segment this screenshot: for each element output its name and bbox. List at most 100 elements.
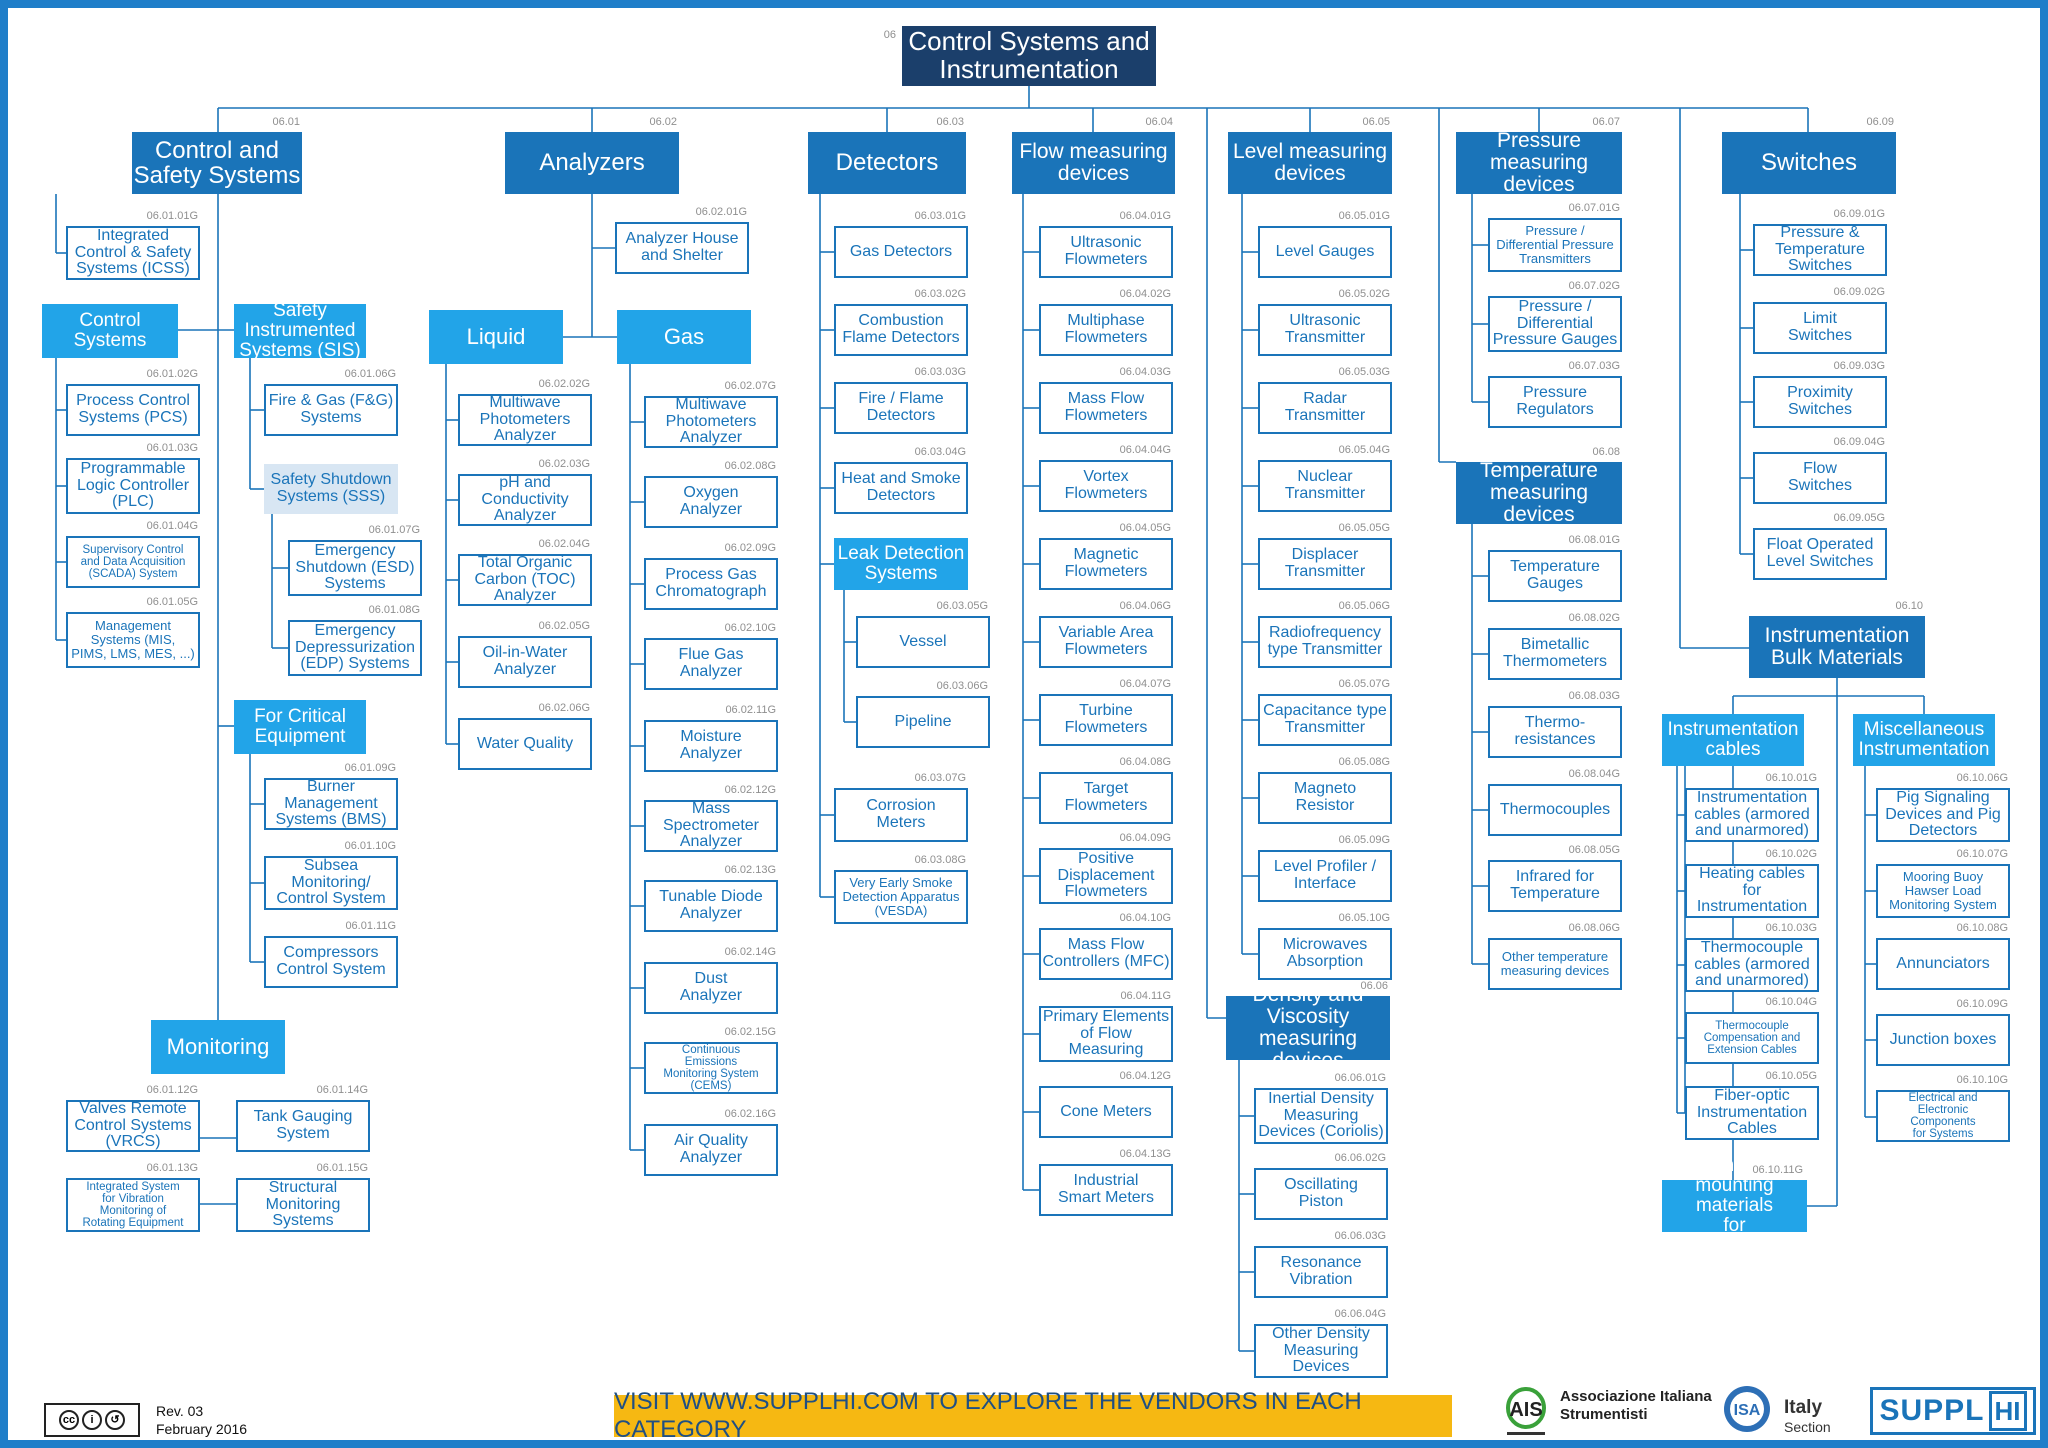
leaf-mass-flow[interactable]: Mass Flow Flowmeters xyxy=(1039,382,1173,434)
leaf-thermocouples[interactable]: Thermocouples xyxy=(1488,784,1622,836)
leaf-cone-meters[interactable]: Cone Meters xyxy=(1039,1086,1173,1138)
leaf-primary-elements[interactable]: Primary Elements of Flow Measuring xyxy=(1039,1006,1173,1062)
leaf-resonance[interactable]: Resonance Vibration xyxy=(1254,1246,1388,1298)
leaf-oil-in-water[interactable]: Oil-in-Water Analyzer xyxy=(458,636,592,688)
leaf-air-quality[interactable]: Air Quality Analyzer xyxy=(644,1124,778,1176)
leaf-multiphase[interactable]: Multiphase Flowmeters xyxy=(1039,304,1173,356)
leaf-radar[interactable]: Radar Transmitter xyxy=(1258,382,1392,434)
leaf-water-quality[interactable]: Water Quality xyxy=(458,718,592,770)
leaf-other-temperature[interactable]: Other temperature measuring devices xyxy=(1488,938,1622,990)
leaf-coriolis[interactable]: Inertial Density Measuring Devices (Cori… xyxy=(1254,1088,1388,1144)
leaf-gas-detectors[interactable]: Gas Detectors xyxy=(834,226,968,278)
leaf-esd[interactable]: Emergency Shutdown (ESD) Systems xyxy=(288,540,422,596)
leaf-liquid-multiwave[interactable]: Multiwave Photometers Analyzer xyxy=(458,394,592,446)
leaf-annunciators[interactable]: Annunciators xyxy=(1876,938,2010,990)
leaf-combustion-flame[interactable]: Combustion Flame Detectors xyxy=(834,304,968,356)
leaf-vibration[interactable]: Integrated System for Vibration Monitori… xyxy=(66,1178,200,1232)
subgroup-gas[interactable]: Gas xyxy=(617,310,751,364)
leaf-infrared[interactable]: Infrared for Temperature xyxy=(1488,860,1622,912)
leaf-cems[interactable]: Continuous Emissions Monitoring System (… xyxy=(644,1042,778,1094)
leaf-variable-area[interactable]: Variable Area Flowmeters xyxy=(1039,616,1173,668)
leaf-other-density[interactable]: Other Density Measuring Devices xyxy=(1254,1324,1388,1378)
subgroup-leak-detection[interactable]: Leak Detection Systems xyxy=(834,538,968,590)
leaf-fire-flame[interactable]: Fire / Flame Detectors xyxy=(834,382,968,434)
leaf-scada[interactable]: Supervisory Control and Data Acquisition… xyxy=(66,536,200,588)
leaf-subsea[interactable]: Subsea Monitoring/ Control System xyxy=(264,856,398,910)
leaf-mooring-buoy[interactable]: Mooring Buoy Hawser Load Monitoring Syst… xyxy=(1876,864,2010,918)
leaf-profiler[interactable]: Level Profiler / Interface xyxy=(1258,850,1392,902)
leaf-positive-displacement[interactable]: Positive Displacement Flowmeters xyxy=(1039,848,1173,904)
category-switches[interactable]: Switches xyxy=(1722,132,1896,194)
leaf-dust[interactable]: Dust Analyzer xyxy=(644,962,778,1014)
leaf-icss[interactable]: Integrated Control & Safety Systems (ICS… xyxy=(66,226,200,280)
leaf-flue-gas[interactable]: Flue Gas Analyzer xyxy=(644,638,778,690)
leaf-vessel[interactable]: Vessel xyxy=(856,616,990,668)
leaf-temperature-gauges[interactable]: Temperature Gauges xyxy=(1488,550,1622,602)
leaf-turbine[interactable]: Turbine Flowmeters xyxy=(1039,694,1173,746)
leaf-dp-gauges[interactable]: Pressure / Differential Pressure Gauges xyxy=(1488,296,1622,352)
leaf-management-systems[interactable]: Management Systems (MIS, PIMS, LMS, MES,… xyxy=(66,612,200,668)
subgroup-liquid[interactable]: Liquid xyxy=(429,310,563,364)
category-detectors[interactable]: Detectors xyxy=(808,132,966,194)
leaf-proximity-switches[interactable]: Proximity Switches xyxy=(1753,376,1887,428)
leaf-junction-boxes[interactable]: Junction boxes xyxy=(1876,1014,2010,1066)
category-level[interactable]: Level measuring devices xyxy=(1228,132,1392,194)
subgroup-control-systems[interactable]: Control Systems xyxy=(42,304,178,358)
leaf-flow-ultrasonic[interactable]: Ultrasonic Flowmeters xyxy=(1039,226,1173,278)
leaf-flow-switches[interactable]: Flow Switches xyxy=(1753,452,1887,504)
subgroup-critical-equipment[interactable]: For Critical Equipment xyxy=(234,700,366,754)
leaf-bms[interactable]: Burner Management Systems (BMS) xyxy=(264,778,398,830)
leaf-oscillating-piston[interactable]: Oscillating Piston xyxy=(1254,1168,1388,1220)
leaf-edp[interactable]: Emergency Depressurization (EDP) Systems xyxy=(288,620,422,676)
leaf-structural[interactable]: Structural Monitoring Systems xyxy=(236,1178,370,1232)
leaf-ph[interactable]: pH and Conductivity Analyzer xyxy=(458,474,592,526)
category-temperature[interactable]: Temperature measuring devices xyxy=(1456,459,1622,526)
leaf-displacer[interactable]: Displacer Transmitter xyxy=(1258,538,1392,590)
leaf-plc[interactable]: Programmable Logic Controller (PLC) xyxy=(66,458,200,514)
category-flow[interactable]: Flow measuring devices xyxy=(1012,132,1175,194)
leaf-vrcs[interactable]: Valves Remote Control Systems (VRCS) xyxy=(66,1100,200,1152)
leaf-level-gauges[interactable]: Level Gauges xyxy=(1258,226,1392,278)
leaf-pressure-regulators[interactable]: Pressure Regulators xyxy=(1488,376,1622,428)
leaf-thermocouple-cables[interactable]: Thermocouple cables (armored and unarmor… xyxy=(1685,938,1819,992)
leaf-nuclear[interactable]: Nuclear Transmitter xyxy=(1258,460,1392,512)
leaf-radiofrequency[interactable]: Radiofrequency type Transmitter xyxy=(1258,616,1392,668)
category-density[interactable]: Density and Viscosity measuring devices xyxy=(1226,983,1390,1072)
leaf-pipeline[interactable]: Pipeline xyxy=(856,696,990,748)
leaf-pig-signaling[interactable]: Pig Signaling Devices and Pig Detectors xyxy=(1876,788,2010,842)
leaf-heat-smoke[interactable]: Heat and Smoke Detectors xyxy=(834,462,968,514)
leaf-mass-spectrometer[interactable]: Mass Spectrometer Analyzer xyxy=(644,800,778,852)
leaf-mfc[interactable]: Mass Flow Controllers (MFC) xyxy=(1039,928,1173,980)
leaf-vesda[interactable]: Very Early Smoke Detection Apparatus (VE… xyxy=(834,870,968,924)
leaf-capacitance[interactable]: Capacitance type Transmitter xyxy=(1258,694,1392,746)
leaf-fiber-optic[interactable]: Fiber-optic Instrumentation Cables xyxy=(1685,1086,1819,1140)
leaf-fire-gas[interactable]: Fire & Gas (F&G) Systems xyxy=(264,384,398,436)
leaf-gas-multiwave[interactable]: Multiwave Photometers Analyzer xyxy=(644,396,778,448)
leaf-heating-cables[interactable]: Heating cables for Instrumentation xyxy=(1685,864,1819,918)
leaf-instrumentation-cables[interactable]: Instrumentation cables (armored and unar… xyxy=(1685,788,1819,842)
leaf-pcs[interactable]: Process Control Systems (PCS) xyxy=(66,384,200,436)
leaf-target[interactable]: Target Flowmeters xyxy=(1039,772,1173,824)
category-bulk-materials[interactable]: Instrumentation Bulk Materials xyxy=(1749,616,1925,678)
header-title[interactable]: Control Systems and Instrumentation xyxy=(902,26,1156,86)
subgroup-monitoring[interactable]: Monitoring xyxy=(151,1020,285,1074)
leaf-oxygen[interactable]: Oxygen Analyzer xyxy=(644,476,778,528)
leaf-pt-switches[interactable]: Pressure & Temperature Switches xyxy=(1753,224,1887,276)
subgroup-tubing[interactable]: Tubing and mounting materials for Instru… xyxy=(1662,1155,1807,1256)
leaf-moisture[interactable]: Moisture Analyzer xyxy=(644,720,778,772)
category-control-safety[interactable]: Control and Safety Systems xyxy=(132,132,302,194)
leaf-gas-chromatograph[interactable]: Process Gas Chromatograph xyxy=(644,558,778,610)
subgroup-sis[interactable]: Safety Instrumented Systems (SIS) xyxy=(234,300,366,361)
leaf-microwaves[interactable]: Microwaves Absorption xyxy=(1258,928,1392,980)
leaf-magneto[interactable]: Magneto Resistor xyxy=(1258,772,1392,824)
leaf-compressors[interactable]: Compressors Control System xyxy=(264,936,398,988)
subgroup-instrumentation-cables[interactable]: Instrumentation cables xyxy=(1662,714,1804,766)
leaf-bimetallic[interactable]: Bimetallic Thermometers xyxy=(1488,628,1622,680)
category-pressure[interactable]: Pressure measuring devices xyxy=(1456,129,1622,196)
leaf-corrosion[interactable]: Corrosion Meters xyxy=(834,788,968,842)
leaf-smart-meters[interactable]: Industrial Smart Meters xyxy=(1039,1164,1173,1216)
leaf-magnetic[interactable]: Magnetic Flowmeters xyxy=(1039,538,1173,590)
leaf-electrical-components[interactable]: Electrical and Electronic Components for… xyxy=(1876,1090,2010,1142)
leaf-limit-switches[interactable]: Limit Switches xyxy=(1753,302,1887,354)
